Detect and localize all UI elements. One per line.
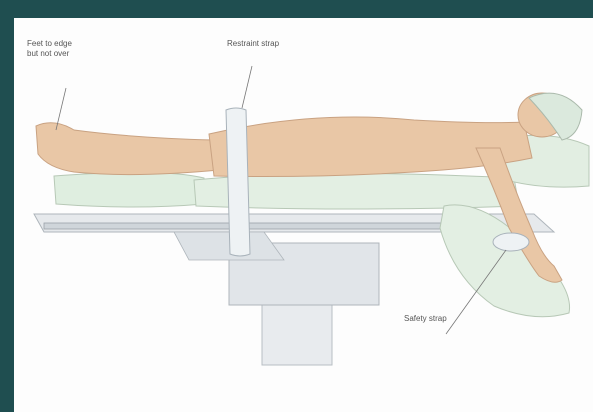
leg-pad	[54, 172, 204, 207]
safety-strap	[493, 233, 529, 251]
feet-label: Feet to edge but not over	[27, 39, 72, 59]
restraint-leader-line	[242, 66, 252, 108]
patient-positioning-illustration	[14, 18, 593, 412]
patient-torso	[209, 117, 532, 176]
patient-legs	[36, 123, 219, 175]
safety-strap-label: Safety strap	[404, 314, 447, 324]
feet-leader-line	[56, 88, 66, 130]
table-support	[174, 232, 284, 260]
side-rail	[44, 223, 464, 229]
restraint-strap	[226, 108, 250, 256]
restraint-strap-label: Restraint strap	[227, 39, 279, 49]
